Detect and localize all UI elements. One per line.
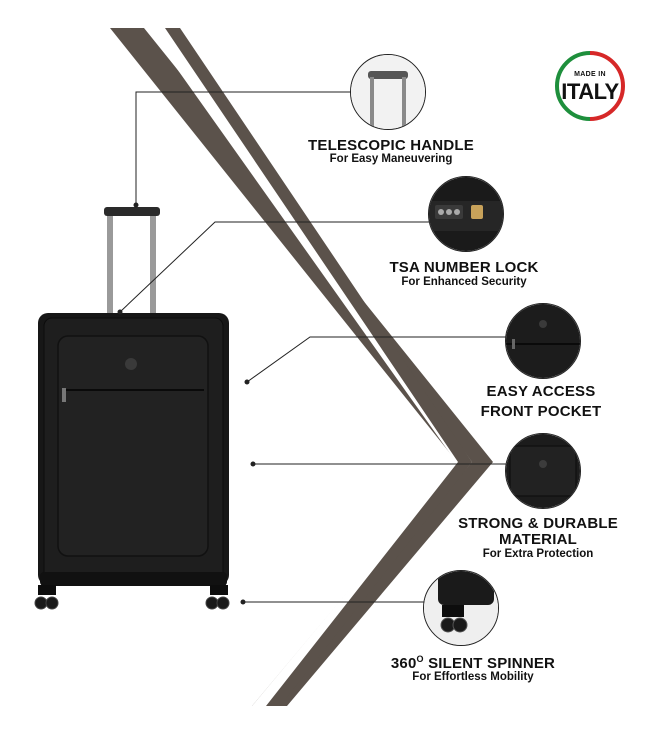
feature-title-handle: TELESCOPIC HANDLE: [308, 137, 474, 154]
feature-title-spinner-rest: SILENT SPINNER: [423, 655, 556, 672]
made-in-italy-badge: [555, 51, 625, 121]
durable-material-icon: [505, 433, 581, 509]
badge-made-in: MADE IN: [574, 71, 606, 78]
feature-subtitle-spinner: For Effortless Mobility: [412, 671, 534, 683]
feature-title-spinner-degree: O: [416, 654, 424, 664]
feature-title-pocket-line2: FRONT POCKET: [480, 403, 602, 420]
feature-subtitle-lock: For Enhanced Security: [401, 276, 527, 288]
feature-title-lock: TSA NUMBER LOCK: [389, 259, 539, 276]
feature-title-material-line2: MATERIAL: [499, 531, 577, 548]
feature-subtitle-handle: For Easy Maneuvering: [329, 153, 453, 165]
feature-subtitle-material: For Extra Protection: [482, 548, 594, 560]
spinner-wheels-icon: [423, 570, 499, 646]
badge-italy: ITALY: [561, 79, 619, 104]
feature-title-spinner: 360O SILENT SPINNER: [343, 654, 603, 672]
telescopic-handle-icon: [350, 54, 426, 130]
front-pocket-icon: [505, 303, 581, 379]
feature-title-pocket-line1: EASY ACCESS: [486, 383, 596, 400]
feature-title-material-line1: STRONG & DURABLE: [458, 515, 618, 532]
tsa-lock-icon: [428, 176, 504, 252]
feature-title-spinner-360: 360: [390, 655, 417, 672]
